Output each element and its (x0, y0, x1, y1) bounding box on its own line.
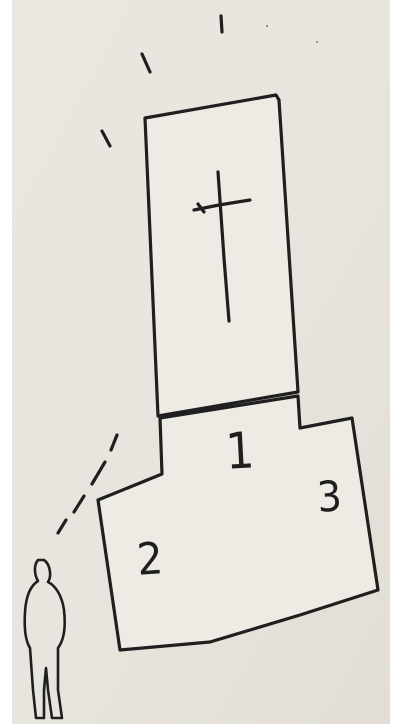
zone-1-label: 1 (224, 425, 255, 476)
left-edge-strip (0, 0, 12, 724)
zone-3-label: 3 (316, 475, 343, 519)
upper-chamber (145, 95, 298, 416)
zone-2-label: 2 (136, 537, 165, 583)
right-edge-strip (390, 0, 398, 724)
